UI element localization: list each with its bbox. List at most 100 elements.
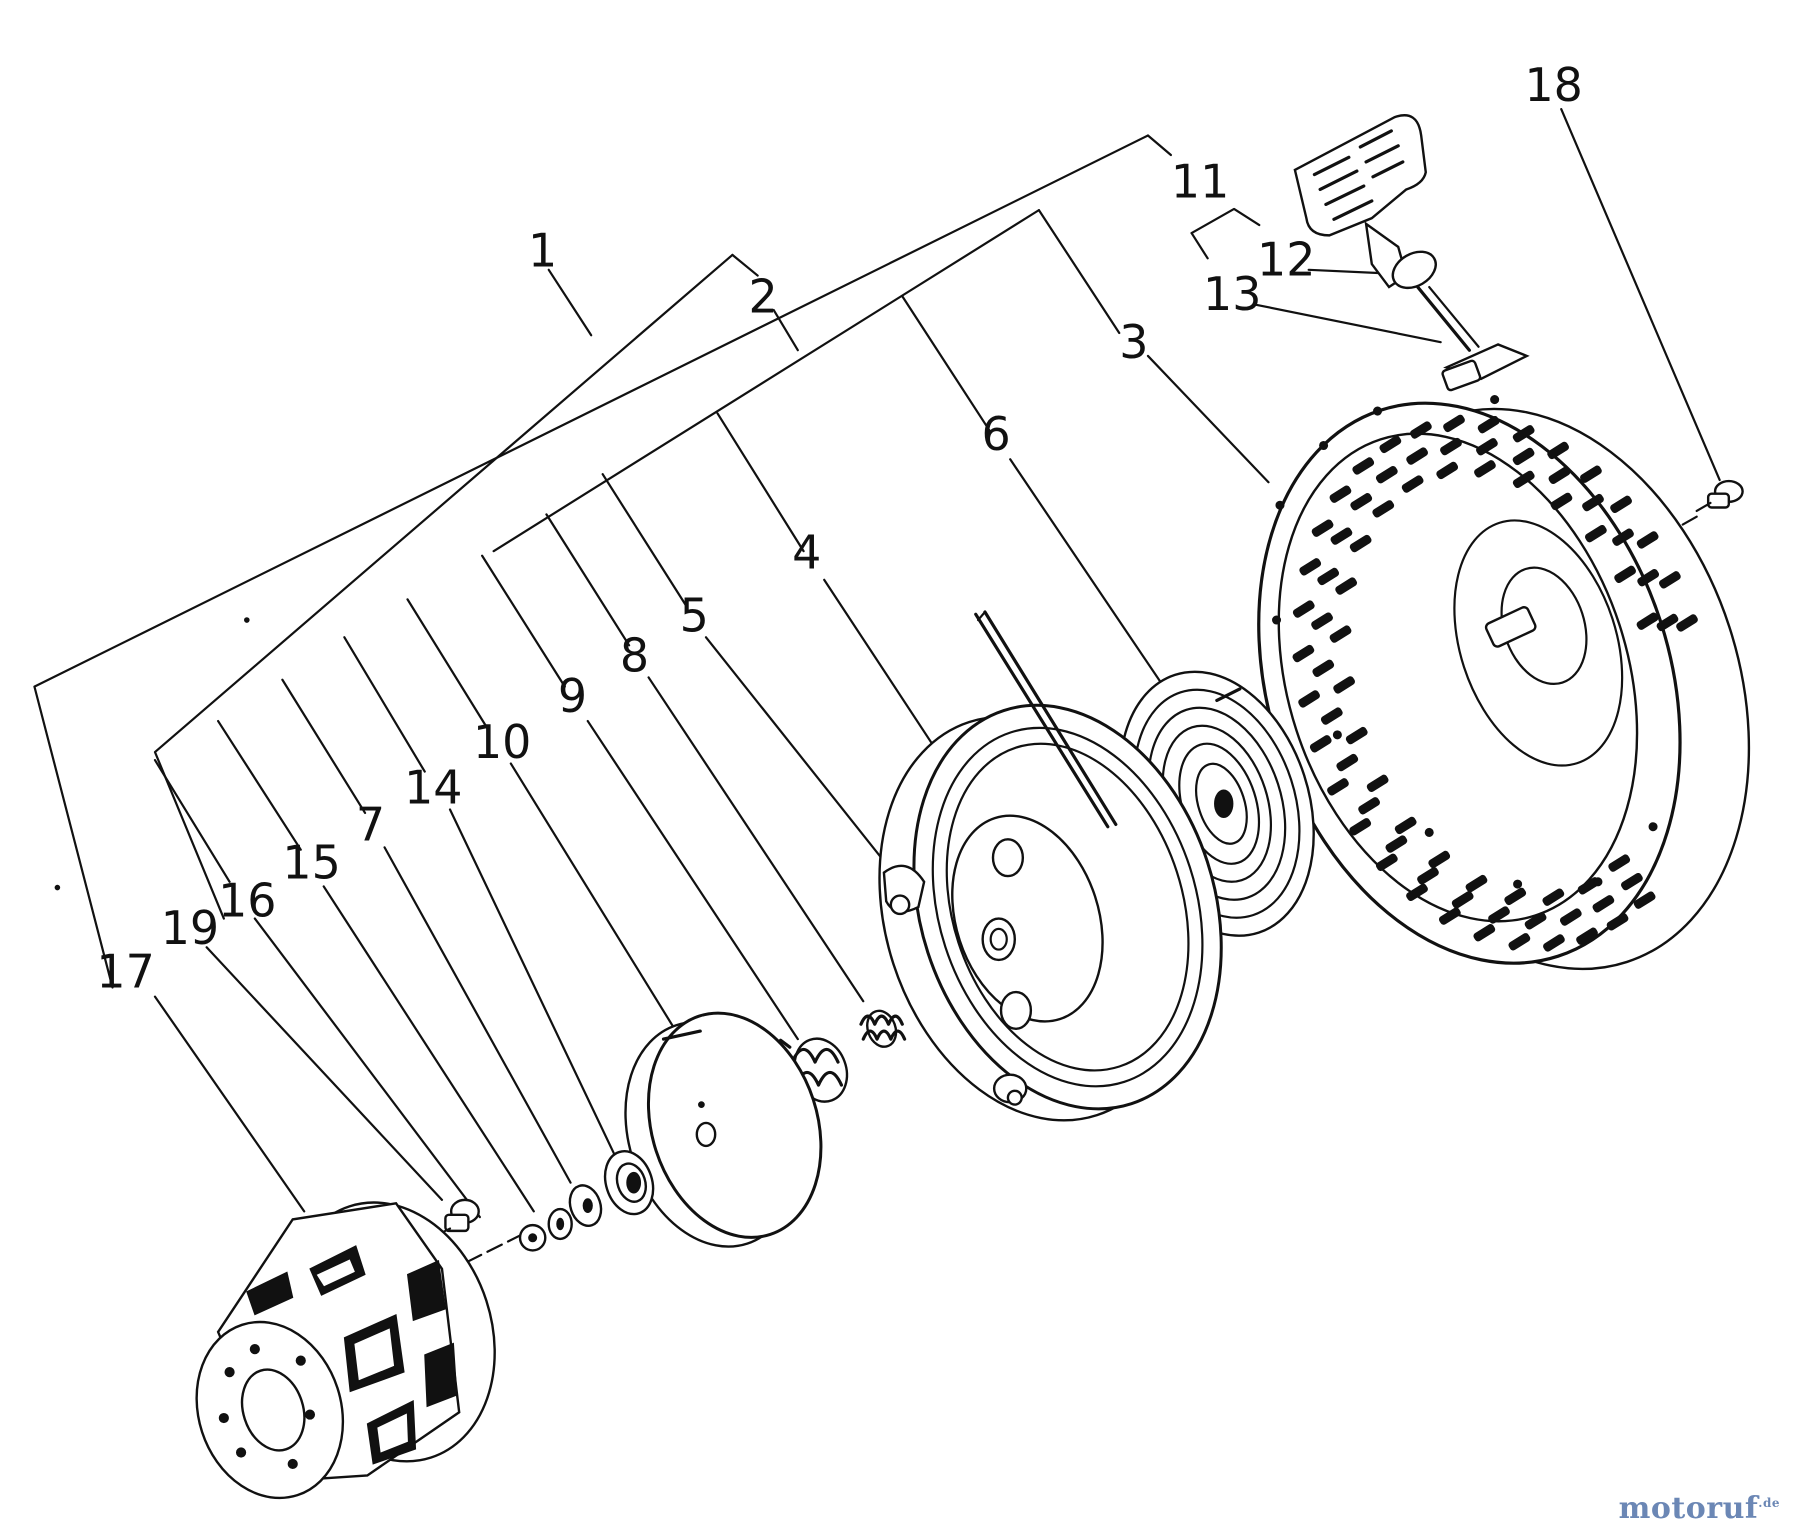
vent-slot: [1550, 492, 1573, 511]
vent-slot: [1608, 854, 1631, 872]
vent-slot: [1512, 447, 1535, 466]
vent-slot: [1385, 835, 1408, 853]
washer-7: [565, 1181, 606, 1230]
label-3: 3: [1119, 315, 1148, 369]
starter-handle: [1295, 115, 1479, 350]
screw-18: [1697, 481, 1743, 511]
vent-slot: [1401, 475, 1424, 493]
vent-slot: [1592, 895, 1615, 913]
bracket-lines: [34, 135, 1259, 987]
vent-slot: [1465, 874, 1488, 893]
vent-slot: [1476, 438, 1498, 456]
watermark-brand: motoruf: [1618, 1491, 1759, 1526]
vent-slot: [1436, 461, 1459, 480]
vent-slot: [1582, 493, 1604, 512]
vent-slot: [1614, 565, 1636, 584]
vent-slot: [1366, 774, 1389, 793]
vent-slot: [1548, 466, 1571, 485]
vent-slot: [1379, 435, 1402, 454]
vent-slot: [1512, 470, 1535, 489]
pulley-tab: [994, 1075, 1026, 1105]
vent-slot: [1606, 913, 1629, 931]
vent-slot: [1656, 613, 1679, 632]
vent-slot: [1406, 883, 1428, 902]
vent-slot: [1309, 735, 1332, 753]
starter-cup: [174, 1175, 527, 1517]
vent-slot: [1336, 753, 1359, 772]
nut-15: [549, 1209, 572, 1239]
vent-slot: [1542, 888, 1565, 906]
vent-slot: [1292, 600, 1315, 618]
label-19: 19: [161, 901, 219, 955]
label-18: 18: [1524, 58, 1582, 112]
vent-slot: [1580, 465, 1602, 483]
rope-pulley: [830, 612, 1272, 1161]
label-14: 14: [404, 761, 462, 815]
label-1: 1: [528, 223, 557, 277]
label-4: 4: [792, 525, 821, 579]
vent-slot: [1474, 460, 1496, 478]
vent-slot: [1547, 441, 1569, 460]
vent-slot: [1543, 934, 1565, 952]
label-9: 9: [558, 669, 587, 723]
bearing-washer: [597, 1145, 661, 1220]
bracket-3: [494, 210, 1039, 551]
vent-slot: [1676, 614, 1698, 632]
label-12: 12: [1257, 233, 1315, 287]
vent-slot: [1298, 690, 1320, 708]
nut-16: [520, 1225, 545, 1250]
vent-slot: [1612, 528, 1634, 546]
label-5: 5: [680, 589, 709, 643]
label-11: 11: [1171, 154, 1229, 208]
starter-housing: [1190, 344, 1800, 1024]
vent-slot: [1358, 797, 1380, 815]
vent-slot: [1329, 485, 1352, 503]
retainer-plate: [598, 990, 849, 1269]
label-17: 17: [96, 944, 154, 998]
vent-slot: [1659, 571, 1681, 589]
vent-slot: [1335, 577, 1358, 595]
vent-slot: [1317, 567, 1340, 586]
small-spring: [861, 1007, 905, 1051]
vent-slot: [1473, 924, 1496, 942]
vent-slot: [1375, 853, 1398, 871]
bracket-2: [155, 255, 732, 919]
vent-slot: [1633, 891, 1656, 909]
housing-vent-slots: [1292, 414, 1698, 952]
vent-slot: [1512, 425, 1535, 443]
vent-slot: [1636, 612, 1659, 630]
vent-slot: [1345, 726, 1368, 745]
vent-slot: [1524, 912, 1547, 930]
vent-slot: [1350, 493, 1373, 511]
bracket-1: [34, 135, 1148, 987]
watermark-logo: motoruf.de: [1619, 1491, 1780, 1526]
vent-slot: [1508, 933, 1531, 951]
vent-slot: [1330, 527, 1353, 545]
label-7: 7: [356, 797, 385, 851]
vent-slot: [1329, 625, 1352, 643]
vent-slot: [1428, 850, 1451, 869]
vent-slot: [1327, 778, 1349, 796]
vent-slot: [1406, 447, 1428, 465]
vent-slot: [1477, 415, 1500, 434]
vent-slot: [1417, 867, 1439, 885]
label-13: 13: [1203, 267, 1261, 321]
watermark-tld: .de: [1758, 1496, 1780, 1510]
vent-slot: [1333, 676, 1355, 694]
vent-slot: [1410, 421, 1432, 439]
vent-slot: [1352, 457, 1375, 475]
vent-slot: [1584, 524, 1607, 543]
vent-slot: [1443, 414, 1465, 433]
vent-slot: [1636, 531, 1659, 549]
pawl: [884, 866, 924, 914]
label-16: 16: [218, 873, 276, 927]
screw-19: [439, 1200, 479, 1234]
vent-slot: [1311, 612, 1333, 630]
vent-slot: [1349, 534, 1372, 553]
vent-slot: [1637, 569, 1660, 587]
vent-slot: [1394, 816, 1417, 835]
vent-slot: [1292, 644, 1315, 663]
vent-slot: [1312, 659, 1335, 677]
vent-slot: [1576, 927, 1598, 945]
